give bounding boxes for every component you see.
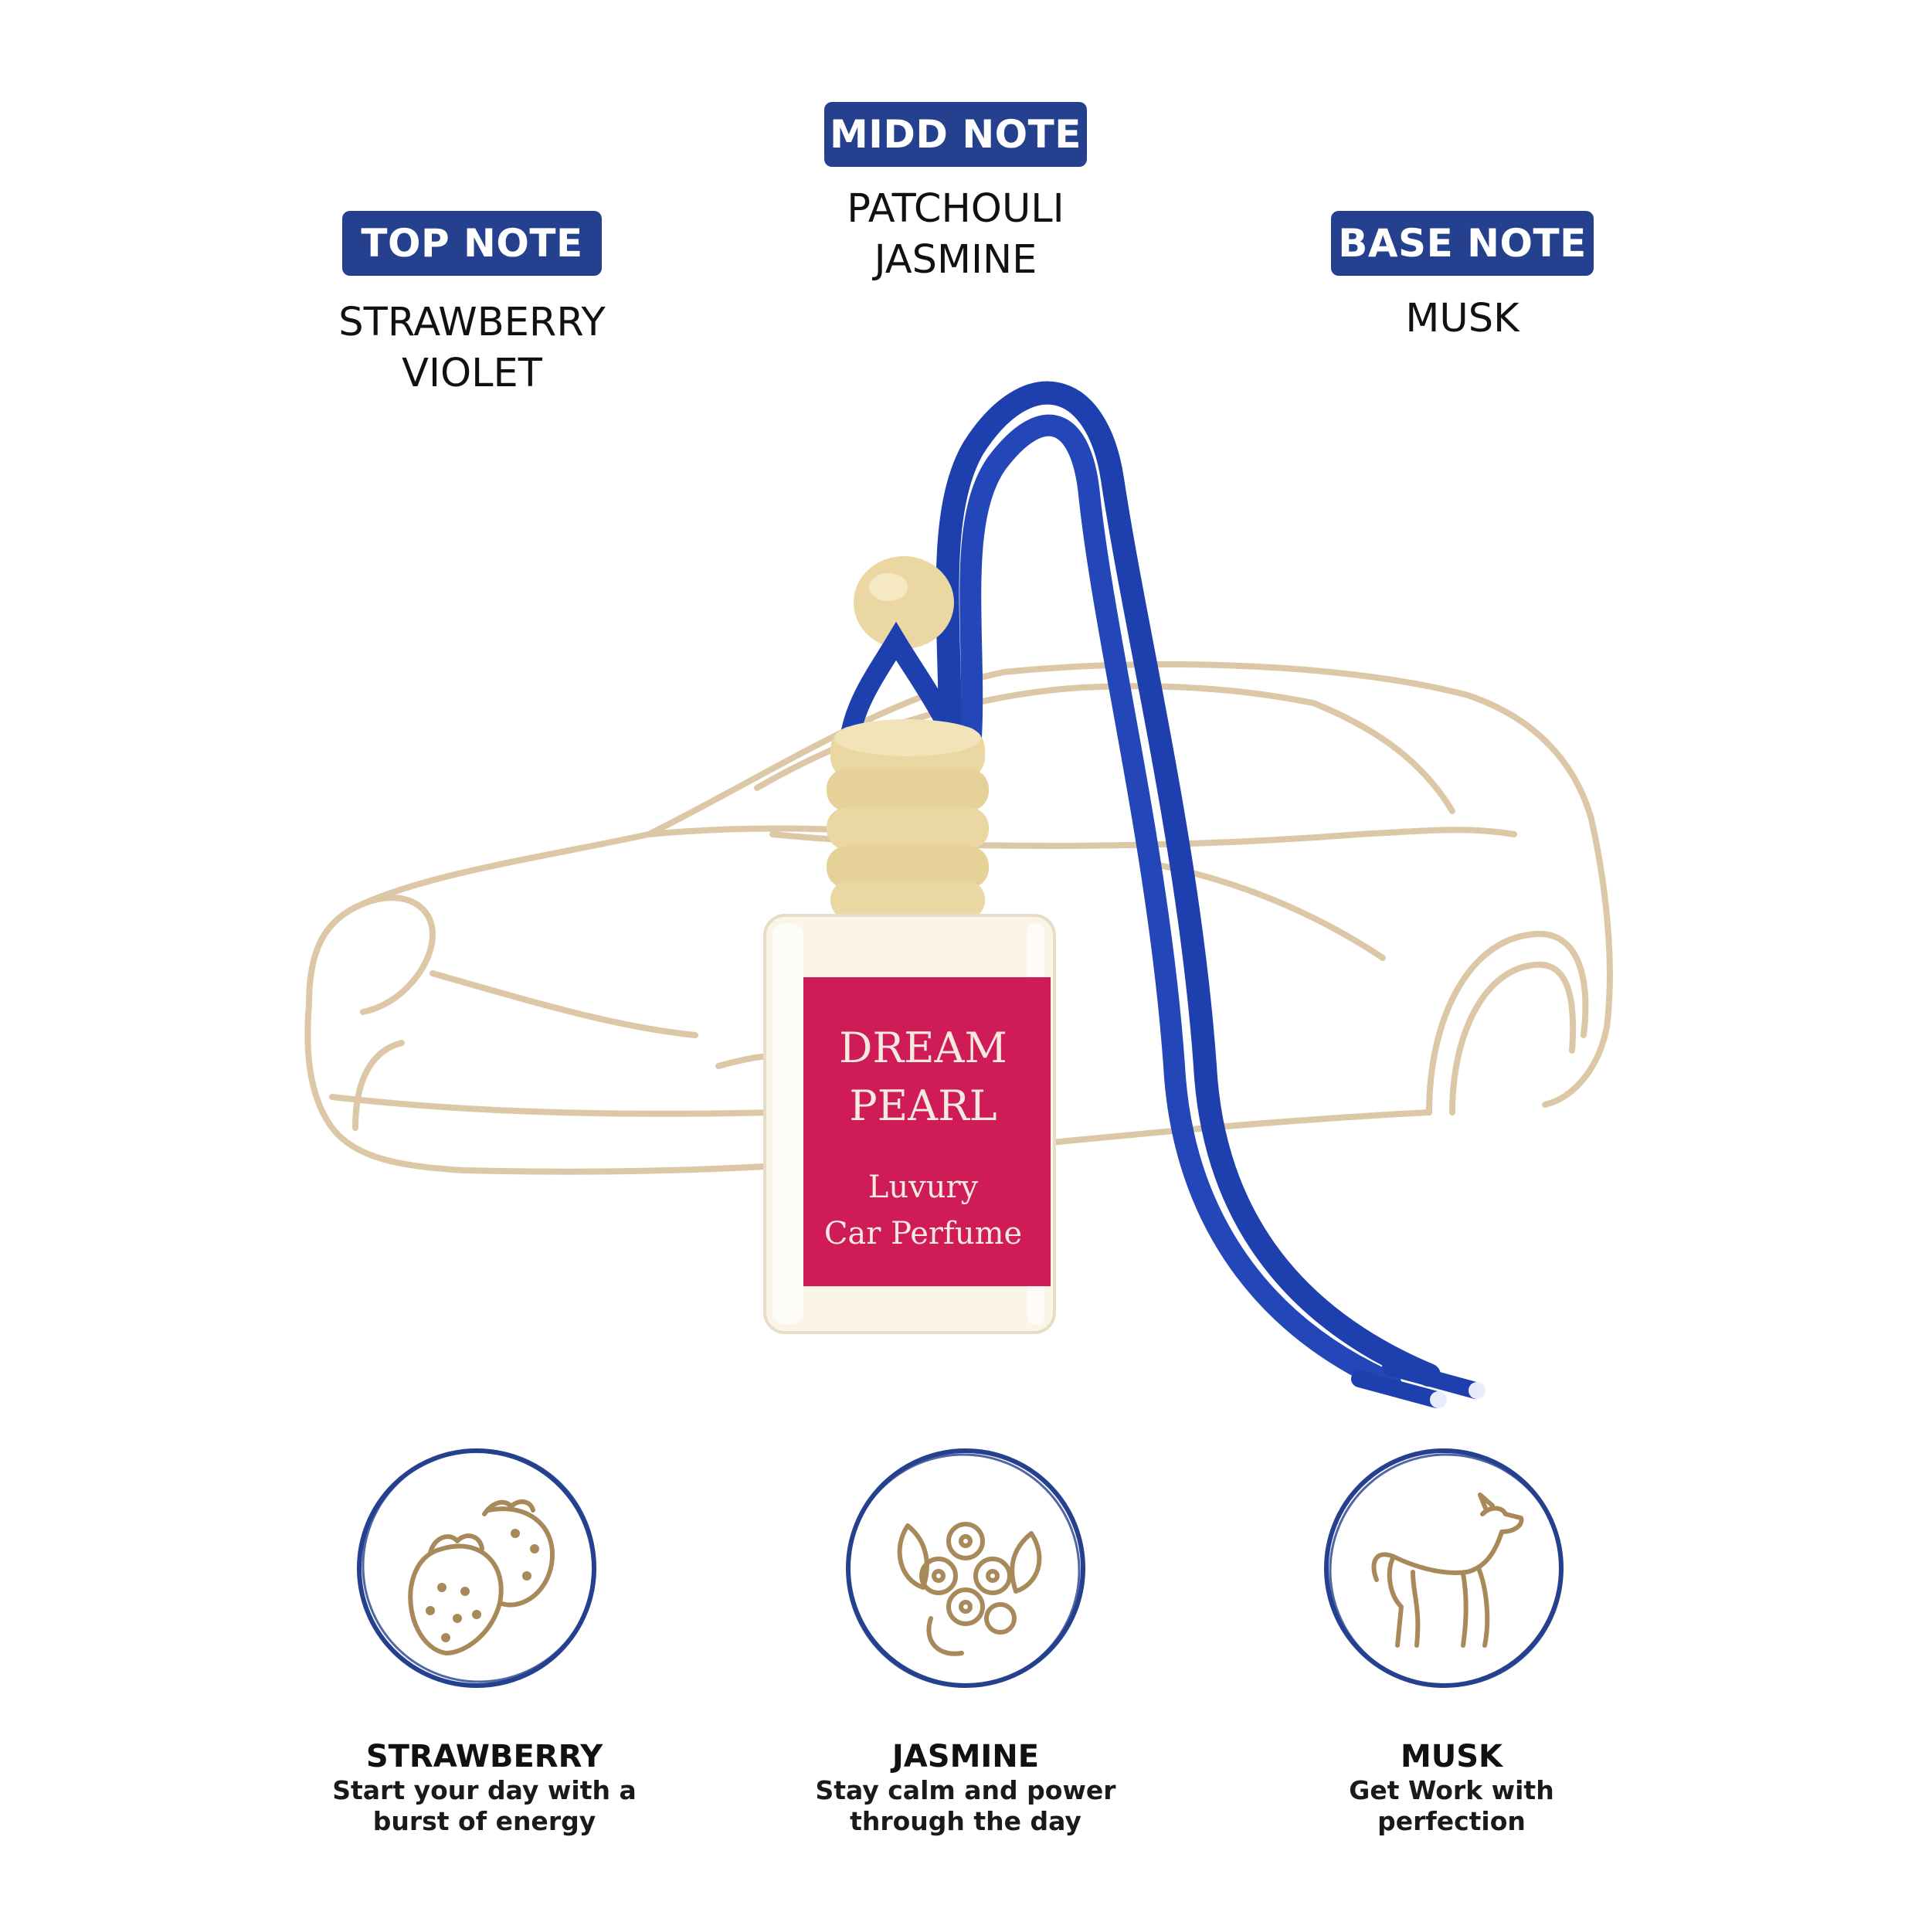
jasmine-title: JASMINE bbox=[891, 1739, 1040, 1774]
musk-desc-line-1: Get Work with bbox=[1349, 1775, 1554, 1805]
middle-note-ingredients: PATCHOULI JASMINE bbox=[739, 184, 1172, 286]
strawberry-circle bbox=[349, 1441, 604, 1696]
middle-note-badge: MIDD NOTE bbox=[824, 102, 1087, 167]
desc-line-1: Luvury bbox=[868, 1170, 979, 1205]
musk-circle bbox=[1316, 1441, 1571, 1696]
jasmine-desc-line-1: Stay calm and power bbox=[815, 1775, 1116, 1805]
jasmine-circle bbox=[838, 1441, 1093, 1696]
hanging-cord bbox=[923, 381, 1486, 1408]
wooden-bead bbox=[854, 556, 954, 649]
base-note-badge: BASE NOTE bbox=[1331, 211, 1594, 276]
product-label: DREAM PEARL Luvury Car Perfume bbox=[803, 977, 1051, 1286]
musk-deer-icon bbox=[1371, 1492, 1524, 1648]
base-note-line-1: MUSK bbox=[1405, 296, 1519, 341]
brand-line-2: PEARL bbox=[849, 1081, 997, 1130]
middle-note-line-2: JASMINE bbox=[874, 237, 1037, 283]
strawberry-desc-line-1: Start your day with a bbox=[332, 1775, 637, 1805]
desc-line-2: Car Perfume bbox=[824, 1216, 1022, 1251]
top-note-ingredients: STRAWBERRY VIOLET bbox=[256, 297, 688, 399]
musk-title: MUSK bbox=[1400, 1739, 1503, 1774]
musk-desc-line-2: perfection bbox=[1377, 1806, 1526, 1836]
top-note-line-2: VIOLET bbox=[402, 351, 542, 396]
jasmine-desc-line-2: through the day bbox=[850, 1806, 1081, 1836]
top-note-line-1: STRAWBERRY bbox=[338, 300, 606, 345]
middle-note-line-1: PATCHOULI bbox=[847, 186, 1064, 232]
base-note-ingredients: MUSK bbox=[1246, 294, 1679, 345]
wooden-cap bbox=[827, 719, 989, 919]
strawberry-title: STRAWBERRY bbox=[365, 1739, 603, 1774]
jasmine-caption: JASMINE Stay calm and power through the … bbox=[749, 1738, 1182, 1837]
top-note-badge: TOP NOTE bbox=[342, 211, 602, 276]
musk-caption: MUSK Get Work with perfection bbox=[1235, 1738, 1668, 1837]
jasmine-flower-icon bbox=[897, 1522, 1042, 1656]
strawberry-caption: STRAWBERRY Start your day with a burst o… bbox=[268, 1738, 701, 1837]
strawberry-desc-line-2: burst of energy bbox=[372, 1806, 596, 1836]
strawberry-icon bbox=[408, 1499, 555, 1655]
brand-line-1: DREAM bbox=[839, 1024, 1007, 1072]
